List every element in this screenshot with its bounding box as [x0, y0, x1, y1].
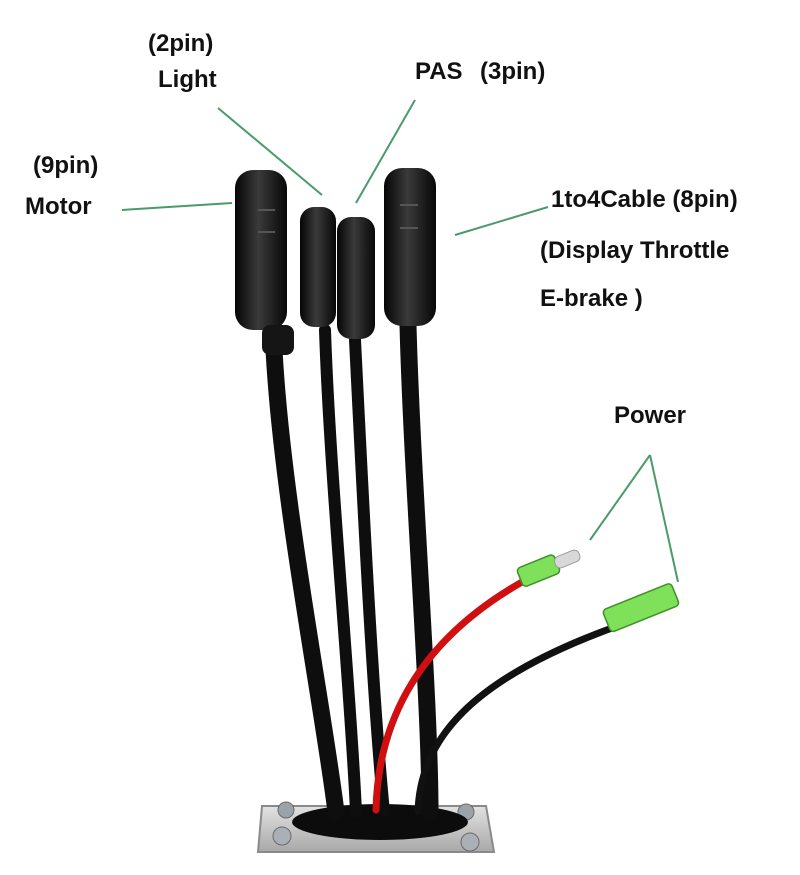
black-power-wire [414, 624, 616, 816]
cable-description-line-1: (Display Throttle [540, 237, 730, 264]
motor-connector [235, 170, 294, 355]
power-label: Power [614, 402, 687, 429]
light-cable [319, 324, 362, 818]
cable-1to4 [399, 316, 439, 821]
power-leader-line-red [589, 454, 651, 541]
red-power-wire [372, 578, 526, 814]
red-wire-terminal [516, 549, 581, 587]
motor-label: Motor [25, 193, 92, 220]
black-wire-terminal [602, 583, 680, 633]
motor-cable [265, 341, 345, 821]
power-leader-line-black [649, 454, 679, 583]
light-connector [300, 207, 336, 327]
light-pin-count-label: (2pin) [148, 30, 214, 57]
cable-description-line-2: E-brake ) [540, 285, 643, 312]
light-label: Light [158, 66, 217, 93]
pas-connector [337, 217, 375, 339]
cables [265, 316, 616, 821]
motor-leader-line [121, 202, 233, 211]
pas-pin-count-label: (3pin) [480, 58, 546, 85]
cable-1to4-label: 1to4Cable (8pin) [551, 186, 738, 213]
motor-pin-count-label: (9pin) [33, 152, 99, 179]
leader-lines [121, 99, 679, 583]
cable-1to4-connector [384, 168, 436, 326]
light-leader-line [217, 107, 323, 196]
pas-leader-line [355, 99, 416, 204]
pas-cable [349, 334, 390, 818]
cable-1to4-leader-line [454, 206, 549, 236]
pas-label: PAS [415, 58, 463, 85]
